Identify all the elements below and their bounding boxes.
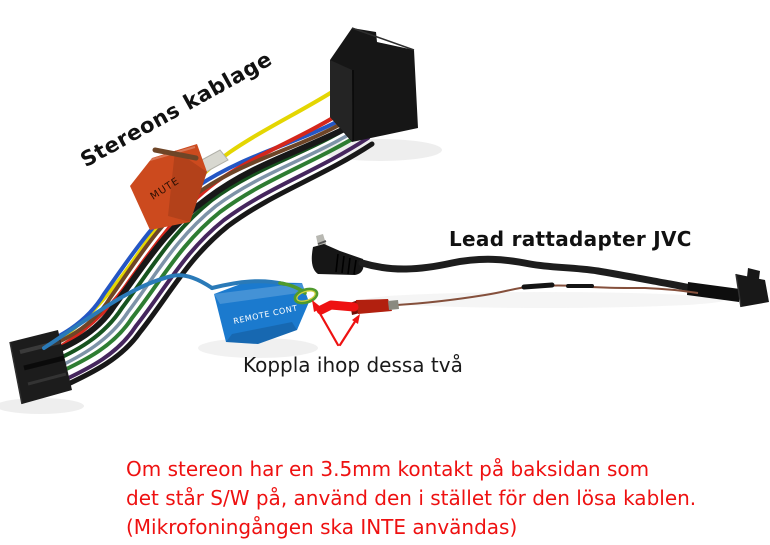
red-arrowhead-right bbox=[352, 314, 360, 324]
note-line-3: (Mikrofoningången ska INTE användas) bbox=[126, 515, 518, 539]
wire-green bbox=[54, 130, 366, 376]
instruction-note: Om stereon har en 3.5mm kontakt på baksi… bbox=[126, 455, 696, 542]
red-arrowhead-left bbox=[312, 300, 322, 312]
adapter-caption: Lead rattadapter JVC bbox=[449, 227, 692, 251]
wire-sleeve bbox=[521, 282, 555, 290]
note-line-2: det står S/W på, använd den i stället fö… bbox=[126, 486, 697, 510]
wire-steel-blue bbox=[50, 126, 362, 372]
brown-wire-tip bbox=[152, 147, 199, 161]
red-annotation-marks bbox=[312, 300, 360, 347]
wire-loop bbox=[210, 279, 319, 305]
shrink-tube bbox=[687, 282, 740, 302]
iso-connector bbox=[330, 27, 418, 142]
red-highlight-mark bbox=[316, 300, 359, 315]
wire-purple bbox=[58, 136, 370, 384]
red-arrow-right bbox=[338, 318, 358, 347]
red-arrow-left bbox=[316, 308, 340, 347]
mute-tag: MUTE bbox=[130, 144, 207, 230]
harness-connector bbox=[9, 330, 72, 405]
end-connector bbox=[736, 274, 769, 307]
adapter-cable bbox=[358, 255, 708, 295]
crimp-connector bbox=[356, 299, 392, 314]
wire-black bbox=[35, 119, 361, 361]
remote-wire bbox=[42, 273, 214, 350]
remote-cont-tag: REMOTE CONT bbox=[214, 282, 309, 344]
note-line-1: Om stereon har en 3.5mm kontakt på baksi… bbox=[126, 457, 650, 481]
connect-caption: Koppla ihop dessa två bbox=[243, 353, 463, 377]
jvc-adapter-cable bbox=[311, 234, 769, 308]
wire-dark-green bbox=[44, 122, 356, 366]
wire-black-2 bbox=[61, 141, 375, 389]
